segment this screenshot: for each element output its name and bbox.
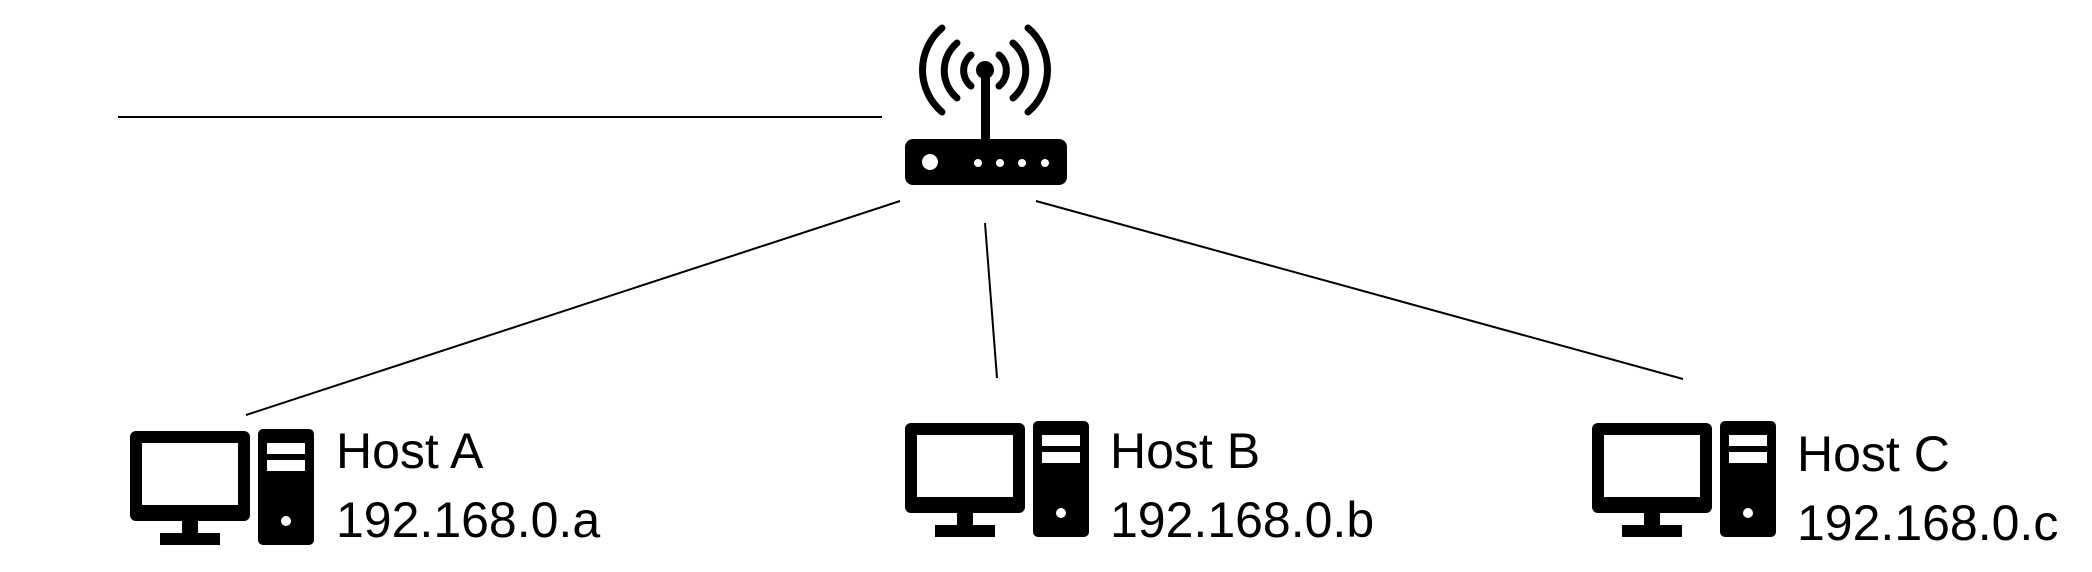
host-b-computer-icon (905, 421, 1089, 537)
host-a-name: Host A (336, 423, 484, 479)
link-router-host-b (984, 222, 998, 379)
host-b-ip: 192.168.0.b (1110, 492, 1375, 548)
host-a-computer-icon (130, 429, 314, 545)
host-a-ip: 192.168.0.a (336, 492, 601, 548)
wireless-router-icon (905, 24, 1067, 185)
host-c-computer-icon (1592, 421, 1776, 537)
host-c-name: Host C (1797, 426, 1950, 482)
link-router-host-a (245, 200, 901, 416)
link-router-host-c (1035, 200, 1684, 380)
host-b-name: Host B (1110, 423, 1261, 479)
host-c-ip: 192.168.0.c (1797, 495, 2059, 551)
